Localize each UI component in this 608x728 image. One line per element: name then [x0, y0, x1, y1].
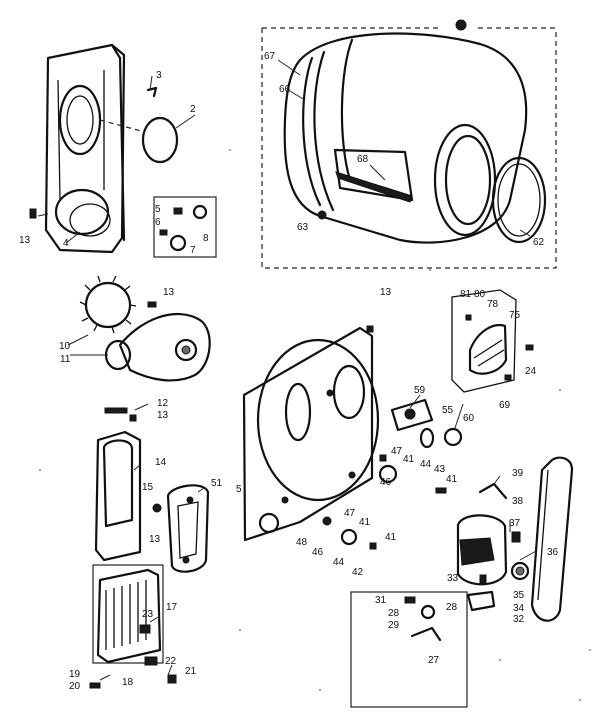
callout: 14 — [155, 457, 167, 468]
control-panel-cover — [166, 484, 210, 573]
drum-group — [261, 19, 557, 269]
callout: 13 — [149, 534, 161, 545]
callout: 5 — [155, 204, 161, 215]
callout: 44 — [333, 557, 345, 568]
callout: 75 — [509, 310, 521, 321]
callout: 69 — [499, 400, 511, 411]
callout: 23 — [142, 609, 154, 620]
callout: 13 — [157, 410, 169, 421]
callout: 28 — [388, 608, 400, 619]
callout: 29 — [388, 620, 400, 631]
callout: 31 — [375, 595, 387, 606]
callout: 66 — [279, 84, 291, 95]
callout: 81 — [460, 289, 472, 300]
callout: 32 — [513, 614, 525, 625]
callout: 59 — [414, 385, 426, 396]
drum — [283, 32, 528, 244]
callout: 62 — [533, 237, 545, 248]
callout: 46 — [312, 547, 324, 558]
callout: 34 — [513, 603, 525, 614]
callout: 10 — [59, 341, 71, 352]
bulkhead-seal — [141, 116, 179, 164]
callout: 41 — [403, 454, 415, 465]
exhaust-duct — [94, 407, 162, 562]
callout: 8 — [203, 233, 209, 244]
callout: 46 — [380, 477, 392, 488]
callout: 2 — [190, 104, 196, 115]
drive-belt — [530, 456, 574, 622]
callout: 3 — [156, 70, 162, 81]
callout: 4 — [63, 238, 69, 249]
callout: 13 — [19, 235, 31, 246]
callout: 18 — [122, 677, 134, 688]
callout: 21 — [185, 666, 197, 677]
callout: 5 — [236, 484, 242, 495]
callout: 44 — [420, 459, 432, 470]
callout: 28 — [446, 602, 458, 613]
callout: 41 — [385, 532, 397, 543]
callout: 55 — [442, 405, 454, 416]
leader-lines — [37, 59, 537, 681]
callout: 35 — [513, 590, 525, 601]
callout: 80 — [474, 289, 486, 300]
callout: 36 — [547, 547, 559, 558]
motor-assembly — [456, 456, 574, 622]
callout: 13 — [163, 287, 175, 298]
front-bulkhead — [242, 325, 380, 542]
blower-housing — [118, 312, 211, 382]
callout: 63 — [297, 222, 309, 233]
callout: 39 — [512, 468, 524, 479]
callout-labels: 2 3 4 5 5 6 7 8 10 11 12 13 13 13 13 13 … — [19, 51, 559, 692]
callout: 27 — [428, 655, 440, 666]
callout: 47 — [391, 446, 403, 457]
drum-seal-ring — [491, 156, 547, 244]
callout: 15 — [142, 482, 154, 493]
callout: 24 — [525, 366, 537, 377]
scan-speckles — [39, 149, 591, 701]
callout: 6 — [155, 217, 161, 228]
blower-assembly — [79, 275, 211, 382]
callout: 17 — [166, 602, 178, 613]
light-assembly — [451, 289, 534, 393]
idler-box — [350, 590, 496, 708]
callout: 47 — [344, 508, 356, 519]
callout: 67 — [264, 51, 276, 62]
callout: 22 — [165, 656, 177, 667]
callout: 78 — [487, 299, 499, 310]
callout: 7 — [190, 245, 196, 256]
callout: 42 — [352, 567, 364, 578]
callout: 60 — [463, 413, 475, 424]
callout: 43 — [434, 464, 446, 475]
callout: 13 — [380, 287, 392, 298]
heater-box — [89, 564, 177, 689]
rear-bulkhead-group — [29, 43, 179, 254]
bearing-kit-box — [153, 196, 217, 258]
callout: 38 — [512, 496, 524, 507]
callout: 19 — [69, 669, 81, 680]
callout: 37 — [509, 518, 521, 529]
callout: 33 — [447, 573, 459, 584]
callout: 41 — [359, 517, 371, 528]
callout: 48 — [296, 537, 308, 548]
callout: 51 — [211, 478, 223, 489]
callout: 11 — [60, 354, 71, 365]
callout: 68 — [357, 154, 369, 165]
callout: 41 — [446, 474, 458, 485]
callout: 20 — [69, 681, 81, 692]
callout: 12 — [157, 398, 169, 409]
